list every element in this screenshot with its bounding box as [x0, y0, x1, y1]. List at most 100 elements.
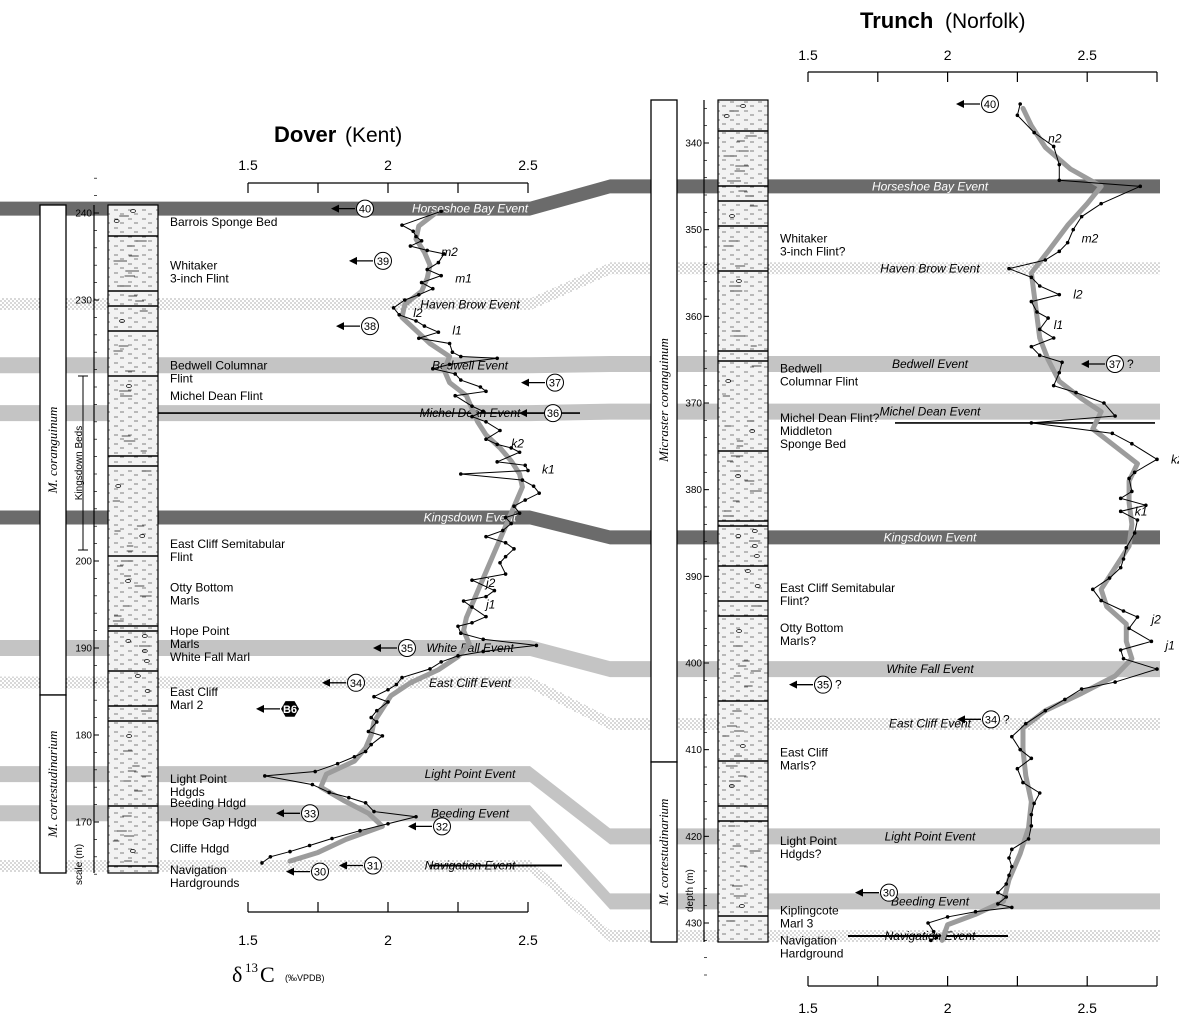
trunch-log-nodule	[754, 554, 760, 558]
dover-unit-label-8-1: Marl 2	[170, 698, 204, 712]
trunch-data-point-23	[1037, 353, 1042, 358]
trunch-log-nodule	[754, 584, 761, 588]
dover-data-point-50	[517, 511, 522, 515]
trunch-data-point-57	[1063, 697, 1067, 702]
dover-data-point-67	[456, 624, 460, 629]
dover-data-point-68	[459, 631, 463, 636]
trunch-data-point-79	[973, 909, 978, 914]
dover-data-point-91	[310, 782, 315, 787]
dover-data-point-0	[439, 209, 444, 214]
dover-data-point-103	[260, 861, 264, 865]
trunch-raw-series-line	[927, 103, 1159, 941]
dover-data-point-9	[425, 267, 430, 272]
trunch-data-point-80	[945, 915, 950, 919]
dover-data-point-94	[363, 801, 368, 805]
trunch-data-point-21	[1051, 336, 1056, 340]
dover-data-point-73	[439, 660, 444, 664]
trunch-data-point-2	[1032, 130, 1036, 135]
trunch-data-point-15	[1037, 284, 1042, 288]
trunch-unit-label-5-1: Marls?	[780, 759, 816, 773]
dover-log-nodule	[139, 534, 146, 538]
trunch-log-nodule	[736, 629, 742, 633]
trunch-data-point-34	[1132, 470, 1137, 475]
trunch-data-point-52	[1118, 648, 1123, 652]
dover-data-point-38	[495, 442, 500, 447]
dover-log-nodule	[125, 639, 132, 643]
dover-log-nodule	[119, 319, 125, 323]
dover-segment-label-m1: m1	[455, 271, 472, 285]
trunch-data-point-69	[1026, 837, 1031, 841]
trunch-marker-label-4: 30	[883, 888, 895, 900]
dover-log-nodule	[141, 634, 148, 638]
trunch-data-point-54	[1155, 667, 1159, 671]
dover-log-nodule	[115, 484, 122, 488]
dover-data-point-74	[428, 667, 432, 671]
trunch-unit-label-2-2: Sponge Bed	[780, 437, 846, 451]
trunch-data-point-55	[1113, 680, 1117, 684]
dover-data-point-25	[447, 362, 452, 367]
dover-data-point-40	[517, 450, 522, 455]
trunch-marker-arrow-head-4	[855, 888, 863, 897]
dover-data-point-63	[461, 599, 466, 603]
trunch-depth-tick-label-400: 400	[685, 659, 702, 670]
dover-data-point-54	[484, 534, 488, 539]
trunch-depth-tick-label-390: 390	[685, 572, 702, 583]
dover-marker-label-11: 30	[314, 867, 326, 879]
trunch-subtitle-text: (Norfolk)	[945, 10, 1026, 33]
dover-data-point-62	[484, 594, 488, 599]
dover-subtitle-text: (Kent)	[345, 124, 402, 147]
dover-data-point-75	[400, 675, 404, 680]
dover-data-point-24	[495, 356, 500, 361]
trunch-segment-label-k2: k2	[1171, 452, 1179, 466]
dover-data-point-51	[503, 515, 508, 520]
trunch-event-label-5: White Fall Event	[886, 662, 974, 676]
dover-data-point-26	[431, 366, 435, 371]
trunch-log-nodule	[736, 279, 742, 283]
dover-data-point-30	[484, 389, 488, 394]
trunch-depth-label: depth (m)	[685, 869, 696, 912]
dover-zone-upper-label: M. coranguinum	[45, 407, 60, 495]
trunch-data-point-28	[1102, 401, 1106, 405]
trunch-data-point-26	[1051, 383, 1056, 388]
dover-segment-label-k1: k1	[542, 463, 555, 477]
trunch-depth-tick-label-430: 430	[685, 919, 702, 930]
dover-data-point-58	[498, 560, 502, 565]
trunch-event-label-3: Michel Dean Event	[880, 405, 981, 419]
dover-unit-label-7-0: White Fall Marl	[170, 650, 250, 664]
dover-scale-label: scale (m)	[74, 844, 85, 885]
trunch-marker-label-2: 35	[817, 680, 829, 692]
trunch-segment-label-j2: j2	[1149, 613, 1161, 627]
event-band-5	[0, 640, 1160, 678]
dover-data-point-11	[419, 280, 424, 285]
dover-unit-label-9-1: Hdgds	[170, 785, 205, 799]
trunch-unit-label-0-0: Whitaker	[780, 232, 827, 246]
event-band-1	[0, 262, 1160, 311]
dover-unit-label-12-0: Cliffe Hdgd	[170, 841, 229, 855]
trunch-log-marks	[718, 104, 768, 922]
trunch-data-point-73	[1007, 873, 1011, 878]
dover-data-point-59	[503, 572, 508, 576]
trunch-unit-label-7-0: Kiplingcote	[780, 903, 839, 917]
dover-data-point-47	[537, 491, 541, 495]
x-axis-label-c: C	[260, 962, 275, 987]
trunch-unit-label-7-1: Marl 3	[780, 916, 814, 930]
dover-log-marks	[108, 209, 158, 867]
dover-data-point-84	[380, 734, 385, 738]
dover-log-nodule	[135, 674, 141, 678]
dover-marker-arrow-head-3	[521, 378, 529, 387]
dover-data-point-80	[375, 708, 379, 713]
dover-marker-arrow-head-11	[286, 867, 294, 876]
dover-data-point-79	[386, 700, 390, 704]
dover-data-point-45	[520, 478, 525, 482]
trunch-data-point-78	[1010, 905, 1014, 910]
trunch-zone-lower-label: M. cortestudinarium	[656, 799, 671, 907]
dover-marker-circle-8	[301, 804, 319, 823]
